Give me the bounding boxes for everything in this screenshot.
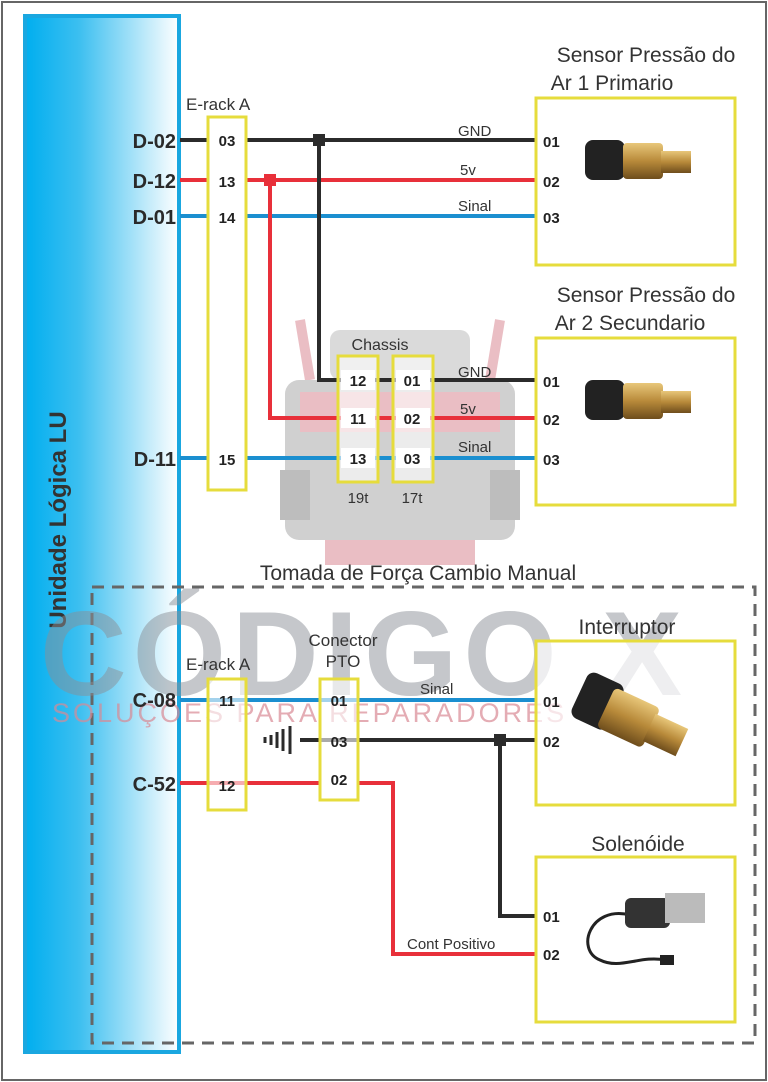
pto-section-frame — [90, 585, 757, 1045]
switch-image — [571, 672, 689, 757]
wire-solenoid-gnd — [498, 740, 535, 918]
solenoid: Solenóide 01 02 — [534, 833, 737, 1024]
svg-text:Ar 2 Secundario: Ar 2 Secundario — [555, 312, 706, 335]
svg-text:03: 03 — [543, 210, 560, 227]
svg-text:SOLUÇÕES PARA REPARADORES: SOLUÇÕES PARA REPARADORES — [52, 697, 567, 728]
sensor-2: Sensor Pressão do Ar 2 Secundario 01 02 … — [534, 284, 737, 507]
erack-pin: 12 — [219, 778, 236, 795]
wire-solenoid-positive — [358, 781, 535, 956]
svg-text:Sinal: Sinal — [458, 198, 491, 215]
erack-pin: 15 — [219, 452, 236, 469]
wire-labels-top: GND 5v Sinal GND 5v Sinal — [458, 123, 492, 456]
pto-connector-label: Conector — [309, 631, 378, 650]
svg-text:GND: GND — [458, 123, 492, 140]
erack-a-connector — [206, 115, 248, 492]
svg-text:Solenóide: Solenóide — [591, 833, 684, 856]
svg-text:5v: 5v — [460, 401, 476, 418]
svg-text:02: 02 — [404, 411, 421, 428]
wire-gnd-2 — [317, 140, 535, 382]
svg-text:11: 11 — [350, 411, 366, 428]
pressure-sensor-image — [585, 380, 691, 420]
erack-a-connector-pto — [206, 677, 248, 812]
svg-text:Sensor Pressão do: Sensor Pressão do — [557, 284, 736, 307]
pto-connector — [318, 677, 360, 802]
pto-pin: 01 — [331, 693, 348, 710]
logic-unit-block — [23, 14, 181, 1054]
pto-pin: 02 — [331, 772, 348, 789]
svg-text:5v: 5v — [460, 162, 476, 179]
svg-text:13: 13 — [350, 451, 367, 468]
ecu-pins-top: D-02 D-12 D-01 D-11 — [133, 131, 176, 471]
svg-text:Ar 1 Primario: Ar 1 Primario — [551, 72, 674, 95]
svg-text:D-11: D-11 — [134, 449, 176, 471]
junction-gnd — [313, 134, 325, 146]
erack-pin: 14 — [219, 210, 236, 227]
svg-text:02: 02 — [543, 174, 560, 191]
pto-connector-label-2: PTO — [326, 652, 361, 671]
svg-text:03: 03 — [543, 452, 560, 469]
wire-label-signal: Sinal — [420, 681, 453, 698]
svg-text:02: 02 — [543, 947, 560, 964]
pto-section-title: Tomada de Força Cambio Manual — [260, 562, 576, 585]
pressure-sensor-image — [585, 140, 691, 180]
svg-text:Sinal: Sinal — [458, 439, 491, 456]
switch: Interruptor 01 02 — [534, 616, 737, 807]
svg-text:01: 01 — [543, 694, 560, 711]
chassis-17t-label: 17t — [402, 490, 424, 507]
svg-text:03: 03 — [404, 451, 421, 468]
svg-text:Interruptor: Interruptor — [579, 616, 676, 639]
svg-text:01: 01 — [543, 134, 560, 151]
chassis-19t-label: 19t — [348, 490, 370, 507]
sensor-1: Sensor Pressão do Ar 1 Primario 01 02 03 — [534, 44, 737, 267]
svg-text:D-02: D-02 — [133, 131, 176, 153]
svg-text:D-01: D-01 — [133, 207, 176, 229]
junction-5v — [264, 174, 276, 186]
erack-pin: 11 — [219, 693, 235, 710]
chassis-pins: 12 11 13 01 02 03 — [341, 370, 430, 468]
svg-text:Sensor Pressão do: Sensor Pressão do — [557, 44, 736, 67]
svg-text:01: 01 — [404, 373, 421, 390]
erack-a-label-pto: E-rack A — [186, 655, 251, 674]
erack-pin: 13 — [219, 174, 236, 191]
svg-text:02: 02 — [543, 412, 560, 429]
svg-text:GND: GND — [458, 364, 492, 381]
ground-icon — [263, 726, 292, 754]
svg-text:01: 01 — [543, 909, 560, 926]
solenoid-image — [586, 893, 705, 965]
ecu-pin: C-08 — [133, 690, 176, 712]
erack-pin: 03 — [219, 133, 236, 150]
erack-a-label: E-rack A — [186, 95, 251, 114]
wire-5v-2 — [268, 180, 535, 420]
wire-label-positive: Cont Positivo — [407, 936, 495, 953]
svg-text:D-12: D-12 — [133, 171, 176, 193]
svg-text:12: 12 — [350, 373, 367, 390]
ecu-pin: C-52 — [133, 774, 176, 796]
svg-text:02: 02 — [543, 734, 560, 751]
logic-unit-label: Unidade Lógica LU — [45, 411, 72, 628]
pto-pin: 03 — [331, 734, 348, 751]
chassis-label: Chassis — [352, 337, 409, 354]
svg-text:01: 01 — [543, 374, 560, 391]
